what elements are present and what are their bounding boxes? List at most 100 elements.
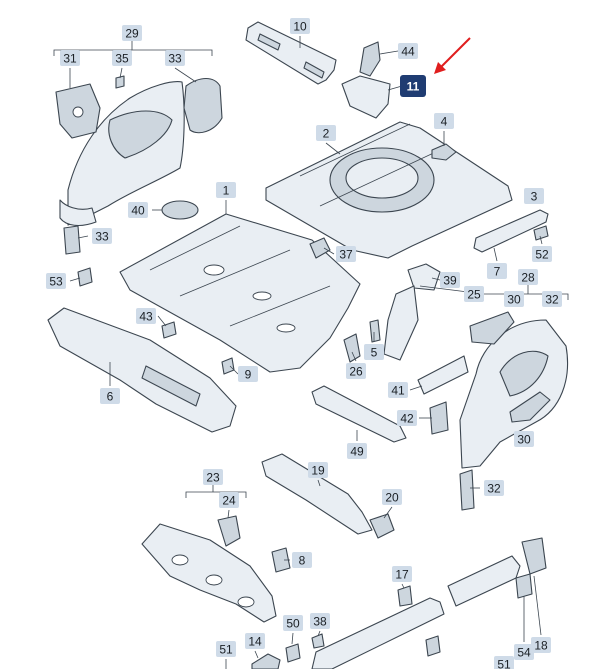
callout-43: 43	[136, 308, 156, 324]
part-51-sill-panel	[311, 597, 445, 669]
part-53-bracket	[77, 267, 93, 287]
callout-label: 6	[107, 390, 114, 404]
callout-label: 17	[395, 568, 409, 582]
leader-line-14	[254, 650, 259, 659]
callout-label: 51	[219, 643, 233, 657]
callout-box	[283, 615, 303, 631]
callout-14: 14	[245, 633, 265, 649]
callout-28: 28	[518, 269, 538, 285]
callout-25: 25	[464, 286, 484, 302]
callout-5: 5	[364, 344, 384, 360]
callout-box	[308, 462, 328, 478]
leader-line-43	[157, 315, 167, 327]
callout-53: 53	[46, 273, 66, 289]
callout-29: 29	[122, 25, 142, 41]
part-41-plate	[417, 355, 469, 395]
callout-label: 32	[487, 482, 501, 496]
part-44-bracket	[359, 41, 381, 77]
callout-4: 4	[434, 113, 454, 129]
callout-7: 7	[487, 263, 507, 279]
callout-label: 31	[63, 52, 77, 66]
callout-label: 28	[521, 271, 535, 285]
callout-51: 51	[216, 641, 236, 657]
leader-line-18	[533, 575, 542, 636]
callout-38: 38	[310, 613, 330, 629]
callout-box	[514, 644, 534, 660]
leader-line-38	[317, 630, 321, 637]
part-31-reinforcement	[55, 83, 101, 139]
callout-box	[216, 182, 236, 198]
part-43-clip	[161, 321, 177, 339]
callout-49: 49	[347, 443, 367, 459]
callout-box	[136, 308, 156, 324]
callout-9: 9	[238, 366, 258, 382]
part-54-bracket	[515, 573, 533, 599]
callout-box	[112, 50, 132, 66]
callout-box	[484, 480, 504, 496]
callout-39: 39	[440, 272, 460, 288]
callout-box	[290, 18, 310, 34]
callout-10: 10	[290, 18, 310, 34]
leader-line-19	[317, 479, 321, 487]
leader-line-9	[229, 365, 239, 375]
callout-41: 41	[388, 382, 408, 398]
callout-label: 30	[507, 293, 521, 307]
callout-box	[494, 656, 514, 669]
part-51-bracket	[425, 635, 441, 657]
leader-line-37	[323, 247, 335, 255]
part-39-reinforcement	[407, 263, 441, 291]
callout-box	[216, 641, 236, 657]
callout-8: 8	[292, 552, 312, 568]
part-3-cross-member	[473, 209, 549, 253]
callout-label: 50	[286, 617, 300, 631]
callout-19: 19	[308, 462, 328, 478]
callout-label: 1	[223, 184, 230, 198]
callout-20: 20	[382, 489, 402, 505]
part-20-bracket	[369, 513, 395, 539]
callout-box	[382, 489, 402, 505]
callout-17: 17	[392, 566, 412, 582]
callout-32: 32	[542, 291, 562, 307]
leader-line-33	[174, 67, 197, 83]
callout-2: 2	[316, 125, 336, 141]
callout-52: 52	[532, 246, 552, 262]
callout-label: 53	[49, 275, 63, 289]
part-52-bracket	[533, 225, 549, 241]
callout-54: 54	[514, 644, 534, 660]
callout-label: 54	[517, 646, 531, 660]
callout-label: 49	[350, 445, 364, 459]
part-38-clip	[311, 633, 325, 649]
callout-box	[46, 273, 66, 289]
callout-label: 29	[125, 27, 139, 41]
callout-label: 52	[535, 248, 549, 262]
callout-3: 3	[524, 188, 544, 204]
callout-label: 18	[534, 639, 548, 653]
leader-line-41	[409, 385, 423, 391]
callout-18: 18	[531, 637, 551, 653]
callout-box	[92, 228, 112, 244]
part-19-tunnel-reinforcement	[261, 453, 373, 535]
callout-33: 33	[165, 50, 185, 66]
leader-line-26	[351, 351, 357, 362]
callout-44: 44	[398, 43, 418, 59]
callout-box	[245, 633, 265, 649]
callout-label: 33	[168, 52, 182, 66]
group-bracket-25	[419, 285, 469, 293]
callout-box	[310, 613, 330, 629]
leader-line-52	[539, 235, 543, 245]
callout-box	[100, 388, 120, 404]
callout-30: 30	[514, 431, 534, 447]
part-28-wheelhouse-right	[459, 319, 569, 469]
part-40-cover	[161, 200, 199, 220]
callout-box	[524, 188, 544, 204]
callout-box	[532, 246, 552, 262]
callout-label: 33	[95, 230, 109, 244]
part-54-sill-extension	[447, 555, 521, 607]
part-50-clip	[285, 643, 301, 663]
group-bracket-23	[185, 484, 247, 498]
callout-box	[531, 637, 551, 653]
part-1-middle-floor	[119, 213, 361, 373]
callout-label: 4	[441, 115, 448, 129]
